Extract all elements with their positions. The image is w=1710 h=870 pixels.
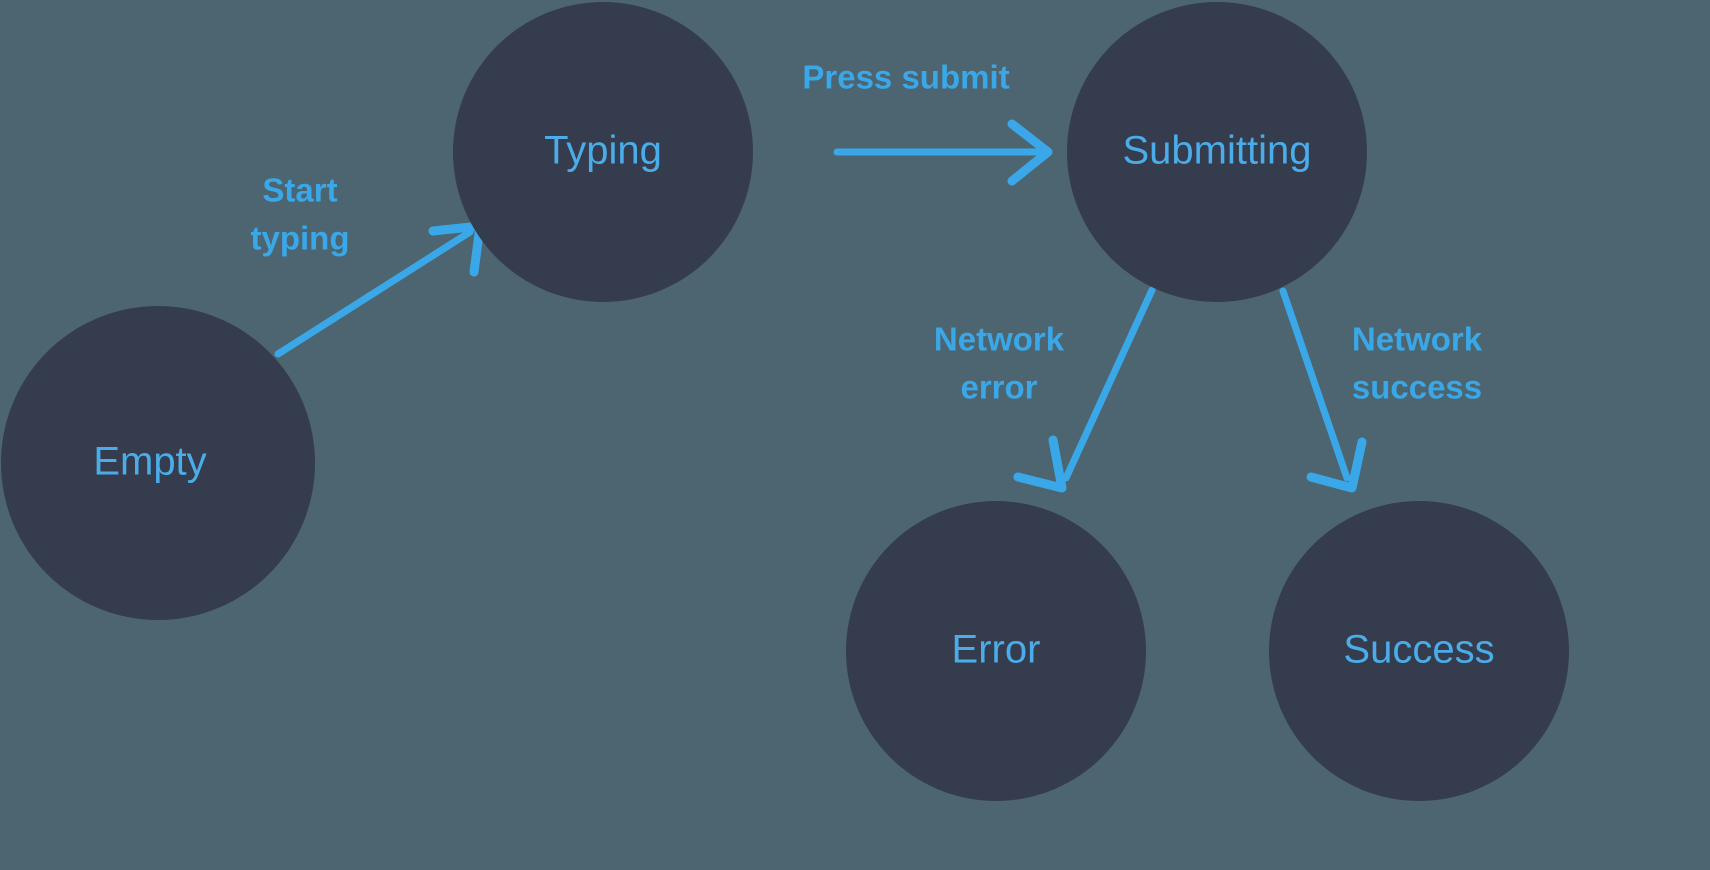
node-success[interactable]: Success	[1269, 501, 1569, 801]
edge-typing-to-submitting[interactable]: Press submit	[802, 59, 1053, 186]
node-label-error: Error	[952, 628, 1041, 672]
edge-line-submitting-to-success	[1279, 287, 1351, 482]
node-typing[interactable]: Typing	[453, 2, 753, 302]
node-circle-typing	[453, 2, 753, 302]
node-circle-submitting	[1067, 2, 1367, 302]
node-circle-empty	[1, 306, 315, 620]
node-circle-success	[1269, 501, 1569, 801]
arrowhead-typing-to-submitting	[1007, 119, 1053, 186]
edge-label-network-success-line1: Network	[1352, 321, 1483, 358]
node-label-typing: Typing	[544, 129, 662, 173]
edge-line-empty-to-typing	[274, 228, 474, 358]
edge-label-network-success-line2: success	[1352, 369, 1482, 406]
arrowhead-submitting-to-error	[1013, 435, 1067, 493]
node-submitting[interactable]: Submitting	[1067, 2, 1367, 302]
edge-label-network-error-line1: Network	[934, 321, 1065, 358]
node-label-success: Success	[1343, 628, 1494, 672]
edge-label-press-submit: Press submit	[802, 59, 1009, 96]
node-circle-error	[846, 501, 1146, 801]
node-label-submitting: Submitting	[1123, 129, 1312, 173]
edge-submitting-to-error[interactable]: Network error	[934, 286, 1156, 493]
edge-label-start-typing-line2: typing	[251, 220, 350, 257]
edge-submitting-to-success[interactable]: Network success	[1279, 287, 1483, 493]
edge-label-start-typing-line1: Start	[262, 172, 337, 209]
arrowhead-submitting-to-success	[1306, 437, 1367, 493]
edge-line-submitting-to-error	[1062, 286, 1156, 482]
node-error[interactable]: Error	[846, 501, 1146, 801]
edge-label-network-error-line2: error	[960, 369, 1037, 406]
node-label-empty: Empty	[93, 440, 206, 484]
edge-empty-to-typing[interactable]: Start typing	[251, 172, 485, 358]
node-empty[interactable]: Empty	[1, 306, 315, 620]
